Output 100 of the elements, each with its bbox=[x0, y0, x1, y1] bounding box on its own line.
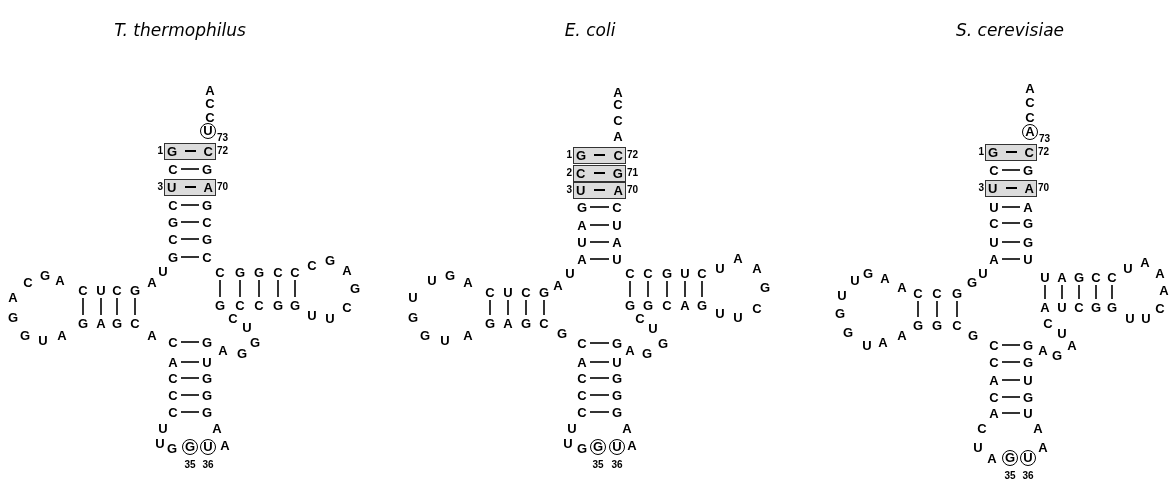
nucleotide-letter: G bbox=[39, 268, 51, 282]
nucleotide-letter: C bbox=[23, 275, 33, 289]
nucleotide-letter: U bbox=[1023, 406, 1033, 420]
nucleotide-letter: A bbox=[1155, 266, 1165, 280]
nucleotide-letter: U bbox=[850, 273, 860, 287]
position-number: 72 bbox=[1038, 147, 1050, 157]
nucleotide-letter: G bbox=[661, 266, 673, 280]
nucleotide-letter: G bbox=[612, 166, 623, 180]
nucleotide-letter: G bbox=[272, 298, 284, 312]
nucleotide-letter: A bbox=[752, 261, 762, 275]
nucleotide-letter: U bbox=[648, 321, 658, 335]
nucleotide-letter: A bbox=[1023, 200, 1033, 214]
nucleotide-letter: U bbox=[733, 310, 743, 324]
nucleotide-letter: A bbox=[463, 328, 473, 342]
nucleotide-letter: U bbox=[325, 311, 335, 325]
nucleotide-letter: G bbox=[324, 253, 336, 267]
nucleotide-letter: A bbox=[613, 183, 623, 197]
nucleotide-letter: G bbox=[419, 328, 431, 342]
nucleotide-letter: C bbox=[539, 316, 549, 330]
nucleotide-letter: A bbox=[878, 335, 888, 349]
nucleotide-letter: A bbox=[627, 438, 637, 452]
nucleotide-letter: G bbox=[556, 326, 568, 340]
nucleotide-letter: A bbox=[577, 355, 587, 369]
nucleotide-letter: G bbox=[166, 441, 178, 455]
nucleotide-letter: C bbox=[1091, 270, 1101, 284]
nucleotide-letter: C bbox=[1025, 95, 1035, 109]
nucleotide-letter: G bbox=[349, 281, 361, 295]
nucleotide-letter: C bbox=[989, 163, 999, 177]
nucleotide-letter: U bbox=[612, 218, 622, 232]
nucleotide-letter: C bbox=[989, 390, 999, 404]
nucleotide-letter: G bbox=[1022, 235, 1034, 249]
position-number: 70 bbox=[1038, 183, 1050, 193]
nucleotide-letter: C bbox=[1024, 145, 1034, 159]
base-pair-box bbox=[164, 178, 216, 196]
nucleotide-letter: C bbox=[215, 265, 225, 279]
position-number: 72 bbox=[217, 146, 229, 156]
position-number: 1 bbox=[978, 147, 984, 157]
nucleotide-letter: C bbox=[576, 166, 586, 180]
nucleotide-letter: U bbox=[715, 261, 725, 275]
nucleotide-letter: C bbox=[613, 113, 623, 127]
position-number: 70 bbox=[217, 182, 229, 192]
nucleotide-letter: C bbox=[932, 286, 942, 300]
nucleotide-letter: C bbox=[168, 405, 178, 419]
nucleotide-letter: U bbox=[155, 436, 165, 450]
nucleotide-letter: C bbox=[112, 283, 122, 297]
nucleotide-letter: G bbox=[167, 144, 178, 158]
nucleotide-letter: U bbox=[1125, 311, 1135, 325]
species-title: T. thermophilus bbox=[114, 20, 246, 40]
nucleotide-letter: C bbox=[989, 216, 999, 230]
nucleotide-letter: C bbox=[203, 144, 213, 158]
nucleotide-letter: C bbox=[662, 298, 672, 312]
nucleotide-letter: U bbox=[1023, 252, 1033, 266]
nucleotide-letter: A bbox=[989, 406, 999, 420]
nucleotide-letter: C bbox=[612, 200, 622, 214]
position-number: 73 bbox=[1039, 134, 1051, 144]
nucleotide-letter: C bbox=[168, 162, 178, 176]
nucleotide-letter: C bbox=[168, 335, 178, 349]
nucleotide-letter: U bbox=[989, 200, 999, 214]
nucleotide-letter: U bbox=[989, 235, 999, 249]
nucleotide-letter: G bbox=[657, 336, 669, 350]
nucleotide-letter: A bbox=[205, 83, 215, 97]
nucleotide-letter: C bbox=[577, 371, 587, 385]
position-number: 35 bbox=[592, 460, 604, 470]
nucleotide-letter: G bbox=[966, 275, 978, 289]
nucleotide-letter: G bbox=[1022, 216, 1034, 230]
nucleotide-letter: G bbox=[624, 298, 636, 312]
nucleotide-letter: U bbox=[1057, 300, 1067, 314]
nucleotide-letter: U bbox=[440, 333, 450, 347]
nucleotide-letter: G bbox=[234, 265, 246, 279]
position-number: 3 bbox=[157, 182, 163, 192]
nucleotide-letter: C bbox=[613, 148, 623, 162]
nucleotide-letter: C bbox=[977, 421, 987, 435]
nucleotide-letter: U bbox=[680, 266, 690, 280]
base-pair-box bbox=[985, 143, 1037, 161]
nucleotide-letter: U bbox=[408, 290, 418, 304]
nucleotide-letter: U bbox=[1040, 270, 1050, 284]
nucleotide-letter: G bbox=[249, 335, 261, 349]
nucleotide-letter: A bbox=[897, 328, 907, 342]
nucleotide-letter: G bbox=[214, 298, 226, 312]
nucleotide-letter: A bbox=[733, 251, 743, 265]
nucleotide-letter: A bbox=[987, 451, 997, 465]
nucleotide-letter: A bbox=[503, 316, 513, 330]
nucleotide-letter: U bbox=[978, 266, 988, 280]
nucleotide-letter: A bbox=[1140, 255, 1150, 269]
nucleotide-letter: A bbox=[218, 343, 228, 357]
position-number: 2 bbox=[566, 168, 572, 178]
nucleotide-letter: A bbox=[1057, 270, 1067, 284]
nucleotide-letter: A bbox=[8, 290, 18, 304]
nucleotide-letter: G bbox=[912, 318, 924, 332]
nucleotide-letter: C bbox=[952, 318, 962, 332]
nucleotide-letter: C bbox=[613, 97, 623, 111]
nucleotide-letter: C bbox=[1107, 270, 1117, 284]
nucleotide-letter: U bbox=[565, 266, 575, 280]
nucleotide-letter: C bbox=[913, 286, 923, 300]
nucleotide-letter: G bbox=[842, 325, 854, 339]
nucleotide-letter: A bbox=[1033, 421, 1043, 435]
nucleotide-letter: A bbox=[612, 235, 622, 249]
nucleotide-letter: G bbox=[1073, 270, 1085, 284]
nucleotide-letter: A bbox=[1159, 283, 1169, 297]
nucleotide-letter: G bbox=[201, 388, 213, 402]
